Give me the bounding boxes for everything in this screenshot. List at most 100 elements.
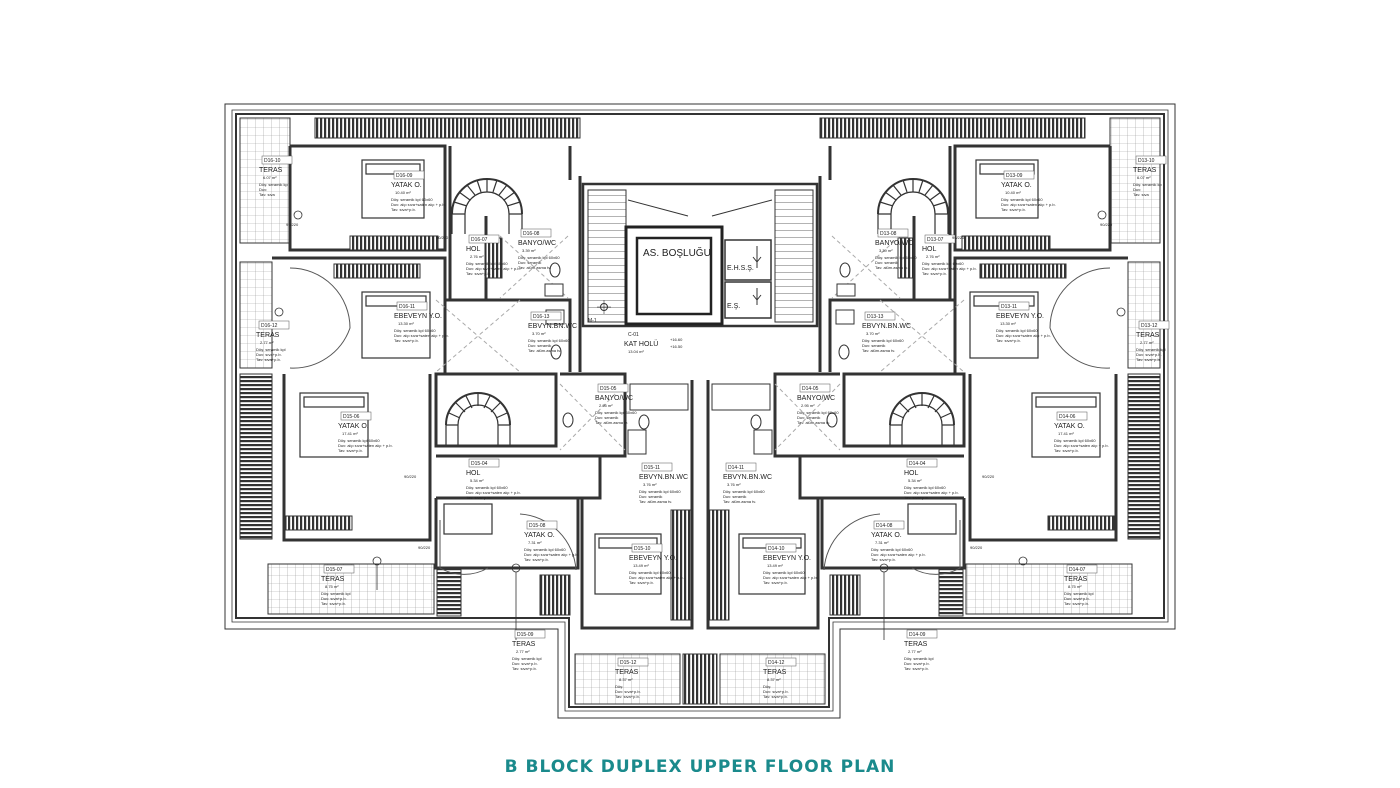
room-code-box [468,458,500,468]
room-spec: Duv: alçı sıva+saten alçı + p.b. [391,202,446,207]
room-area: 7.31 m² [528,540,542,545]
room-spec: Döş: seramik kpl 60x60 [391,197,433,202]
room-code-box [641,462,673,472]
room-spec: Duv: alçı sıva+saten alçı + p.b. [871,552,926,557]
room-code: D16-08 [523,231,540,237]
room-name: HOL [904,470,919,477]
room-name: EBVYN.BN.WC [639,474,688,481]
room-code: D13-09 [1006,173,1023,179]
room-name: BANYO/WC [595,395,633,402]
spiral-stairs [445,178,955,445]
room-code: D14-04 [909,461,926,467]
room-name: BANYO/WC [518,240,556,247]
room-area: 3.76 m² [727,482,741,487]
room-code-box [261,155,293,165]
room-name: YATAK O. [871,532,902,539]
room-code-box [765,543,797,553]
level-markers [274,210,1126,640]
room-spec: Tav: alüm.asma tv. [723,499,756,504]
walls-right [706,144,1128,630]
room-spec: Döş: seramik kpl 60x60 [595,410,637,415]
room-spec: Duv: sıva+p.b. [615,689,641,694]
room-spec: Tav: sıva+p.b. [1064,601,1089,606]
room-spec: Döş: seramik kpl 60x60 [466,261,508,266]
room-code: D15-10 [634,546,651,552]
room-spec: Tav: sıva+p.b. [1136,357,1161,362]
room-code-box [1135,155,1167,165]
room-code-box [597,383,629,393]
room-name: EBEVEYN Y.O. [629,555,677,562]
room-area: 5.34 m² [908,478,922,483]
room-code-box [526,520,558,530]
room-area: 2.77 m² [260,340,274,345]
room-spec: Tav: alüm.asma tv. [862,348,895,353]
room-spec: Döş: [615,684,623,689]
room-name: HOL [466,246,481,253]
room-code: D14-10 [768,546,785,552]
room-name: YATAK O. [1001,182,1032,189]
room-spec: Döş: seramik kp [1133,182,1162,187]
door-label-6: 90/220 [1100,222,1113,227]
room-code: D16-12 [261,323,278,329]
room-area: 2.76 m² [470,254,484,259]
room-spec: Duv: alçı sıva+saten alçı + p.b. [524,552,579,557]
room-spec: Döş: seramik kpl [1064,591,1094,596]
room-name: BANYO/WC [797,395,835,402]
room-code-box [725,462,757,472]
side-railing-right [1127,373,1161,540]
room-code-box [514,629,546,639]
room-spec: Duv: alçı sıva+saten alçı + p.b. [394,333,449,338]
room-spec: Tav: sıva [1133,192,1150,197]
elevator-label-1: AS. BOŞLUĞU [643,246,711,259]
room-area: 8.37 m² [619,677,633,682]
room-name: TERAS [1064,576,1088,583]
room-area: 2.77 m² [1140,340,1154,345]
room-code-box [1138,320,1170,330]
room-spec: Döş: seramik kpl [1136,347,1166,352]
room-code-box [864,311,896,321]
room-spec: Duv: sıva+p.b. [512,661,538,666]
room-name: YATAK O. [524,532,555,539]
room-code-box [396,301,428,311]
room-spec: Duv: alçı sıva+saten alçı + p.b. [763,575,818,580]
room-name: EBEVEYN Y.O. [996,313,1044,320]
room-spec: Duv: seramik [875,260,898,265]
room-spec: Döş: seramik kpl 60x60 [528,338,570,343]
room-code-box [998,301,1030,311]
room-area: 17.41 m² [342,431,358,436]
room-name: EBVYN.BN.WC [528,323,577,330]
room-spec: Tav: alüm.asma tv. [528,348,561,353]
room-spec: Duv: seramik [723,494,746,499]
room-spec: Tav: sıva+p.b. [904,495,929,500]
room-name: EBVYN.BN.WC [862,323,911,330]
room-area: 6.07 m² [1137,175,1151,180]
room-code: D13-10 [1138,158,1155,164]
room-spec: Tav: sıva+p.b. [763,694,788,699]
kat-holu-code: C-01 [628,332,639,338]
room-spec: Duv: seramik [518,260,541,265]
room-area: 2.95 m² [801,403,815,408]
room-spec: Döş: seramik kpl 60x60 [922,261,964,266]
room-name: YATAK O. [1054,423,1085,430]
room-area: 17.41 m² [1058,431,1074,436]
room-spec: Duv: sıva+p.b. [904,661,930,666]
room-spec: Döş: seramik kpl 60x60 [862,338,904,343]
room-spec: Döş: seramik kpl [512,656,542,661]
room-spec: Tav: sıva+p.b. [394,338,419,343]
room-spec: Döş: seramik kpl 60x60 [524,547,566,552]
central-core [581,182,819,328]
room-spec: Tav: sıva+p.b. [512,666,537,671]
walls-left [272,144,694,630]
room-code: D14-07 [1069,567,1086,573]
room-spec: Duv: alçı sıva+saten alçı + p.b. [629,575,684,580]
room-name: TERAS [256,332,280,339]
